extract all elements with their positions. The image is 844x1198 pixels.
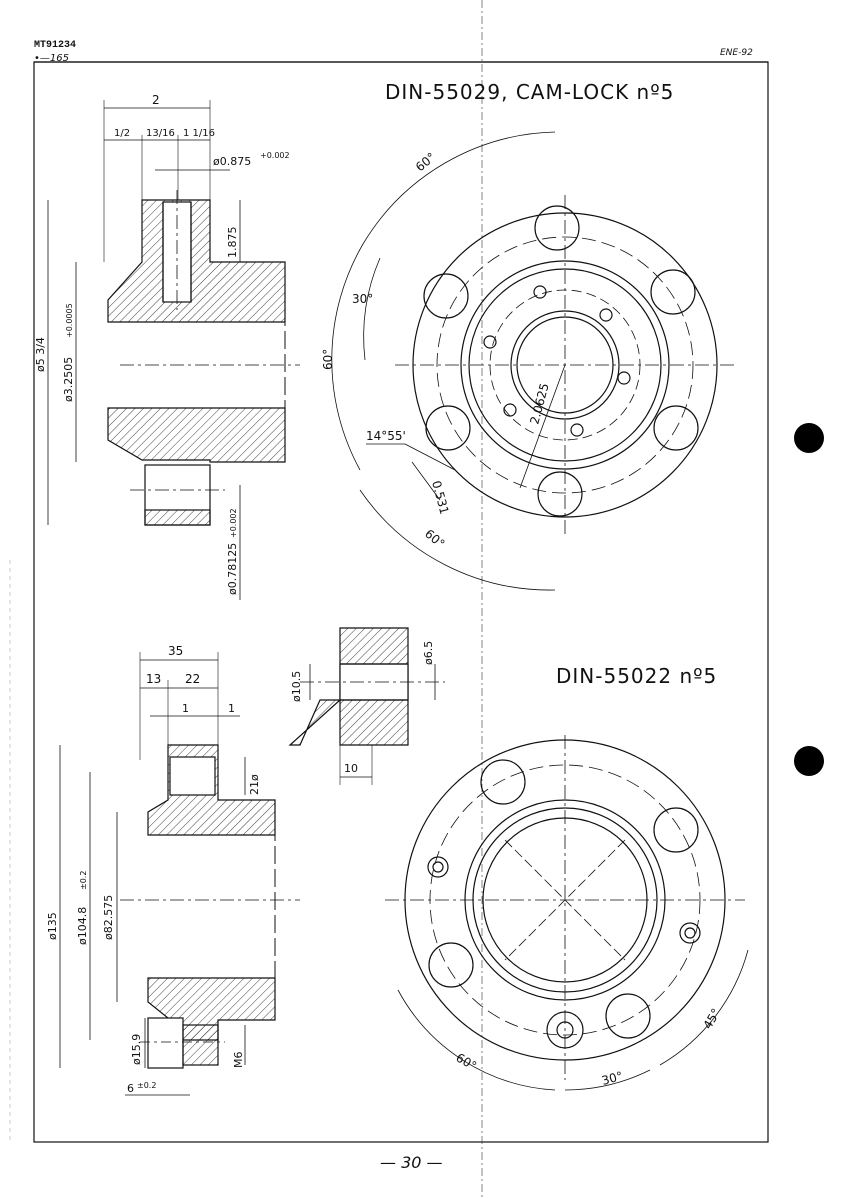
dim-outer: ø5 3/4 [34,337,47,372]
dim-stud: ø0.78125 [226,543,239,595]
dim-13: 13 [146,672,161,686]
angle-60-top: 60° [413,150,438,174]
top-section-view [47,100,300,600]
dim-82575: ø82.575 [102,895,115,940]
dim-thirteen-16: 13/16 [146,128,175,139]
dim-65: ø6.5 [422,641,435,665]
dim-22: 22 [185,672,200,686]
angle-60-bottom: 60° [422,527,447,551]
dim-10: 10 [344,762,358,775]
dim-half: 1/2 [114,128,130,139]
dim-m6: M6 [232,1052,245,1069]
page-number: — 30 — [380,1153,443,1172]
document-date: ENE-92 [720,48,753,58]
dim-105: ø10.5 [290,671,303,702]
dim-gap-1a: 1 [182,702,189,715]
top-front-view [331,131,735,591]
top-drawing-title: DIN-55029, CAM-LOCK nº5 [385,80,675,104]
angle-60-left: 60° [321,349,335,370]
dim-bore: ø0.875 [213,155,251,168]
document-subcode: •—165 [34,53,69,64]
bottom-section-view [59,652,300,1096]
dim-depth-1875: 1.875 [226,227,239,259]
dim-135: ø135 [46,912,59,940]
dim-radius: 2.0625 [527,382,551,426]
detail-view [288,627,445,785]
angle-30: 30° [352,292,373,306]
dim-pilot-tol: +0.0005 [65,303,74,338]
document-code: MT91234 [34,40,77,51]
dim-gap-1b: 1 [228,702,235,715]
dim-pilot: ø3.2505 [62,357,75,402]
dim-21: 21ø [248,774,261,795]
dim-one-16: 1 1/16 [183,128,215,139]
dim-1048-tol: ±0.2 [79,871,88,890]
dim-159: ø15.9 [130,1034,143,1065]
dim-offset: 0.531 [429,479,451,516]
angle-60-b: 60° [454,1050,479,1073]
dim-width-2: 2 [152,93,160,107]
dim-stud-tol: +0.002 [229,508,238,538]
dim-6: 6 [127,1082,134,1095]
binder-hole-mark [794,423,824,453]
dim-1048: ø104.8 [76,907,89,945]
bottom-front-view [385,735,749,1091]
angle-30-b: 30° [600,1069,624,1088]
bottom-drawing-title: DIN-55022 nº5 [556,664,718,688]
dim-bore-tol: +0.002 [260,151,290,160]
angle-1455: 14°55' [366,429,406,443]
binder-hole-mark [794,746,824,776]
dim-6-tol: ±0.2 [137,1081,156,1090]
dim-35: 35 [168,644,183,658]
